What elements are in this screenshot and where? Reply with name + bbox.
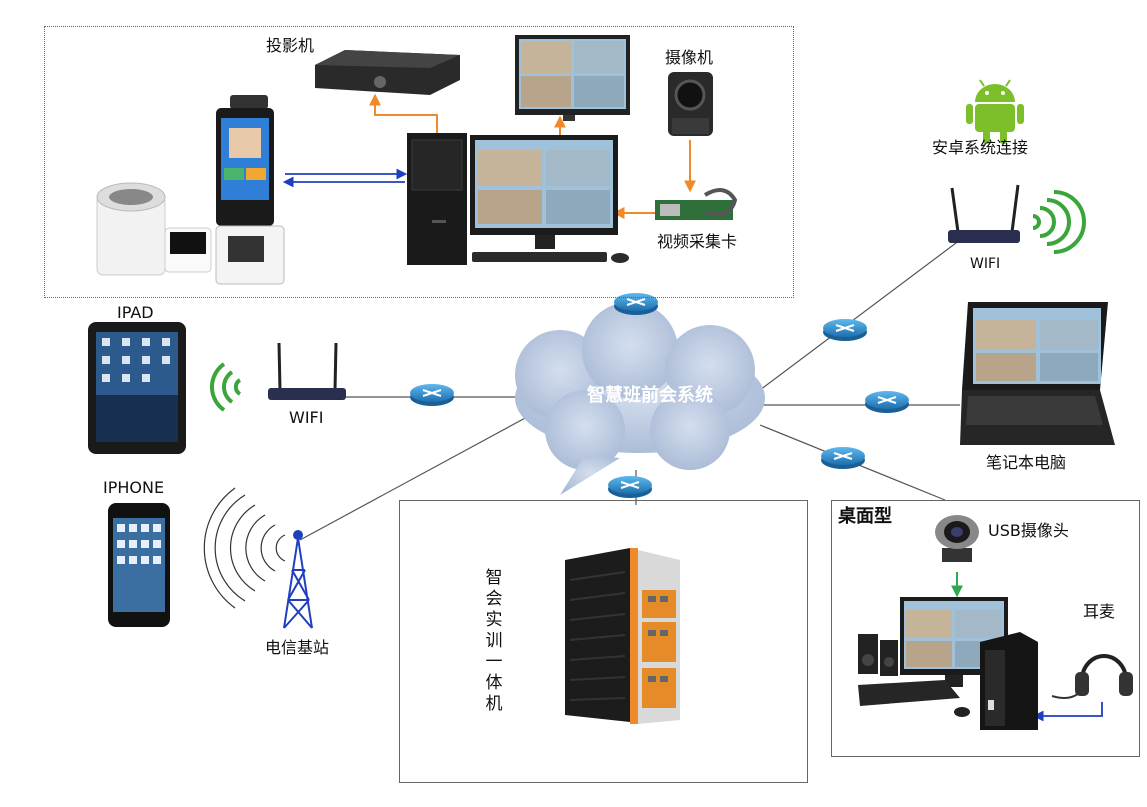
link-base-station [299, 409, 541, 541]
laptop [960, 302, 1115, 445]
desktop-keyboard [858, 680, 970, 717]
android-icon [966, 79, 1024, 144]
usb-camera-label: USB摄像头 [988, 521, 1069, 540]
iphone-label: IPHONE [103, 478, 165, 497]
android-label: 安卓系统连接 [932, 138, 1029, 157]
desktop-speakers [858, 634, 898, 676]
wifi-router-right [948, 184, 1020, 243]
camera-label: 摄像机 [665, 48, 714, 67]
monitor-small [515, 35, 630, 121]
desktop-monitor [900, 597, 1008, 687]
all-in-one-box [399, 500, 808, 783]
arrow-pc-to-projector [369, 93, 438, 133]
wifi-router-left [268, 342, 346, 400]
base-station-signal-icon [203, 487, 286, 609]
all-in-one-label: 智会实训一体机 [485, 568, 503, 714]
router-icon [608, 476, 652, 498]
top-equipment-box [44, 26, 794, 298]
router-icon [410, 384, 454, 406]
cloud-shape [515, 302, 765, 495]
router-icon [823, 319, 867, 341]
pc-tower [407, 133, 467, 265]
wifi-signal-left-icon [210, 362, 242, 412]
cloud-system-label: 智慧班前会系统 [587, 385, 713, 406]
projector-label: 投影机 [266, 36, 315, 55]
capture-card [655, 188, 738, 220]
wifi-right-label: WIFI [970, 256, 1001, 272]
desktop-type-label: 桌面型 [838, 506, 892, 527]
headset-label: 耳麦 [1083, 602, 1116, 621]
face-recognition-terminal [215, 95, 285, 285]
blood-pressure-monitor [96, 182, 212, 276]
laptop-label: 笔记本电脑 [986, 453, 1067, 472]
link-wifi-right [759, 239, 961, 391]
iphone [108, 503, 170, 627]
wifi-left-label: WIFI [289, 408, 324, 427]
routers [410, 293, 909, 498]
capture-card-label: 视频采集卡 [657, 232, 738, 251]
desktop-box [831, 500, 1140, 757]
ptz-camera [668, 72, 713, 136]
ipad-label: IPAD [117, 303, 154, 322]
monitor-main [470, 135, 629, 263]
desktop-tower [980, 632, 1038, 730]
base-station-label: 电信基站 [265, 638, 330, 657]
router-icon [821, 447, 865, 469]
wifi-signal-right-icon [1032, 190, 1086, 254]
all-in-one-device [565, 548, 680, 724]
base-station-tower [283, 537, 313, 629]
headset-icon [1051, 654, 1133, 699]
arrow-headset-to-pc [1032, 702, 1103, 722]
usb-camera-icon [935, 515, 979, 562]
router-icon [865, 391, 909, 413]
ipad [88, 322, 186, 454]
projector [315, 50, 460, 95]
